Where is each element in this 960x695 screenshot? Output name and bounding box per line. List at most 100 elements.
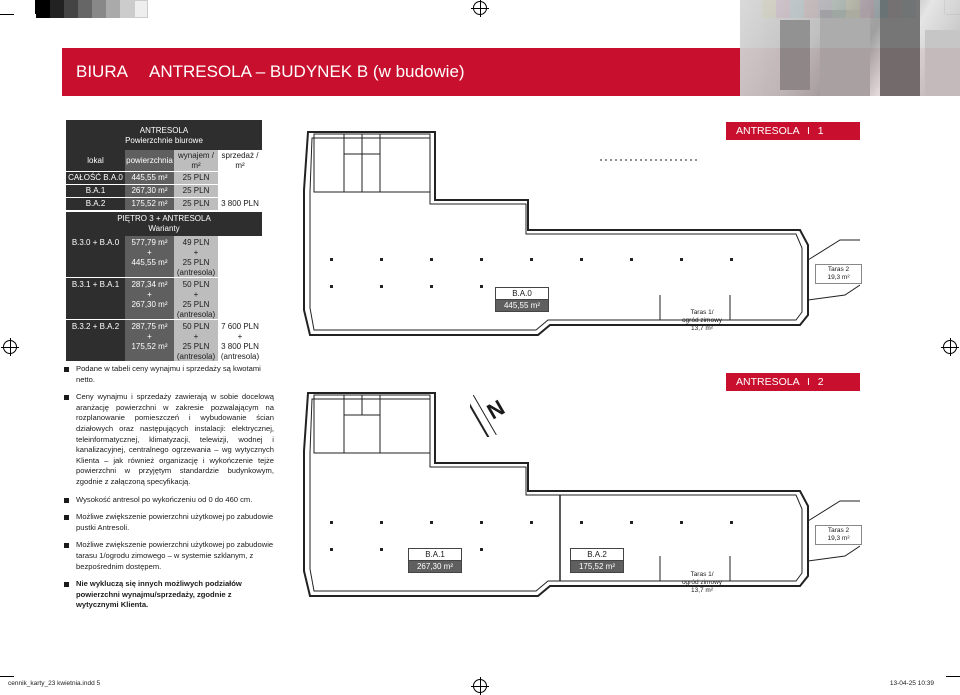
variant-row: B.3.0 + B.A.0 577,79 m² + 445,55 m² 49 P… — [66, 236, 262, 277]
area-floor: 577,79 m² — [131, 238, 168, 247]
terrace-line: Taras 1/ — [690, 309, 714, 316]
registration-mark-icon — [1, 338, 19, 356]
badge-separator: I — [806, 376, 810, 388]
plus-sign: + — [237, 332, 243, 341]
note-item: Podane w tabeli ceny wynajmu i sprzedaży… — [62, 364, 274, 385]
unit-area: 175,52 m² — [571, 561, 623, 572]
note-item: Nie wykluczą się innych możliwych podzia… — [62, 579, 274, 611]
cell-rent: 50 PLN + 25 PLN (antresola) — [174, 320, 218, 361]
rent-floor: 50 PLN — [182, 322, 210, 331]
rent-note: (antresola) — [176, 310, 216, 319]
notes-list: Podane w tabeli ceny wynajmu i sprzedaży… — [62, 364, 274, 618]
floor-plan-1-office: ANTRESOLA I 1 BIURO — [300, 120, 862, 350]
table-title: ANTRESOLA — [139, 126, 189, 135]
rent-note: (antresola) — [176, 352, 216, 361]
terrace-line: ogród zimowy — [681, 317, 723, 324]
page-title: ANTRESOLA – BUDYNEK B (w budowie) — [149, 62, 465, 81]
color-swatch — [78, 0, 92, 18]
crop-mark — [0, 14, 14, 15]
unit-label: B.A.1 267,30 m² — [408, 548, 462, 573]
sale-mezzanine: 3 800 PLN — [221, 342, 259, 351]
cell-lokal: B.A.2 — [66, 198, 125, 210]
plus-sign: + — [193, 290, 199, 299]
plus-sign: + — [193, 248, 199, 257]
area-floor: 287,75 m² — [131, 322, 168, 331]
plan-badge: ANTRESOLA I 2 BIURA — [726, 373, 860, 406]
terrace-line: Taras 2 — [827, 266, 850, 273]
cell-rent: 50 PLN + 25 PLN (antresola) — [174, 278, 218, 319]
table-subtitle: Powierzchnie biurowe — [125, 136, 203, 145]
building-photo — [740, 0, 960, 96]
cell-lokal: B.3.1 + B.A.1 — [66, 278, 125, 319]
north-arrow-icon: N — [465, 387, 510, 440]
floor-plan-2-offices: ANTRESOLA I 2 BIURA N — [300, 373, 862, 613]
area-floor: 287,34 m² — [131, 280, 168, 289]
cell-area: 175,52 m² — [125, 198, 174, 210]
area-mezzanine: 175,52 m² — [131, 342, 168, 351]
crop-mark — [946, 676, 960, 677]
terrace-2-label: Taras 2 19,3 m² — [815, 525, 862, 545]
rent-floor: 50 PLN — [182, 280, 210, 289]
terrace-2-label: Taras 2 19,3 m² — [815, 264, 862, 284]
cell-sale — [218, 172, 262, 184]
column-header: wynajem / m² — [174, 150, 218, 171]
footer-timestamp: 13-04-25 10:39 — [889, 680, 934, 687]
cell-lokal: B.A.1 — [66, 185, 125, 197]
rent-floor: 49 PLN — [182, 238, 210, 247]
color-swatch — [36, 0, 50, 18]
crop-mark — [0, 676, 14, 677]
terrace-line: 13,7 m² — [690, 587, 714, 594]
variant-row: B.3.1 + B.A.1 287,34 m² + 267,30 m² 50 P… — [66, 278, 262, 319]
cell-sale — [218, 185, 262, 197]
rent-mezzanine: 25 PLN — [182, 258, 210, 267]
cell-area: 267,30 m² — [125, 185, 174, 197]
variants-subtitle: Warianty — [148, 224, 180, 233]
registration-mark-icon — [471, 677, 489, 695]
plus-sign: + — [193, 332, 199, 341]
sale-floor: 7 600 PLN — [221, 322, 259, 331]
header-bar: BIURA ANTRESOLA – BUDYNEK B (w budowie) — [62, 0, 960, 96]
table-row: B.A.2 175,52 m² 25 PLN 3 800 PLN — [66, 198, 262, 211]
color-swatch — [134, 0, 148, 18]
column-header: sprzedaż / m² — [218, 150, 262, 171]
variants-title-row: PIĘTRO 3 + ANTRESOLA Warianty — [66, 212, 262, 236]
plus-sign: + — [147, 290, 152, 299]
note-item: Wysokość antresol po wykończeniu od 0 do… — [62, 495, 274, 506]
variant-row: B.3.2 + B.A.2 287,75 m² + 175,52 m² 50 P… — [66, 320, 262, 361]
footer-file-label: cennik_karty_23 kwietnia.indd 5 — [8, 680, 101, 687]
cell-sale — [218, 278, 262, 319]
cell-area: 287,75 m² + 175,52 m² — [125, 320, 174, 361]
terrace-line: Taras 1/ — [690, 571, 714, 578]
cell-rent: 25 PLN — [174, 185, 218, 197]
terrace-line: Taras 2 — [827, 527, 850, 534]
color-swatch — [50, 0, 64, 18]
table-row: CAŁOŚĆ B.A.0 445,55 m² 25 PLN — [66, 172, 262, 185]
column-header: lokal — [66, 150, 125, 171]
area-mezzanine: 445,55 m² — [131, 258, 168, 267]
terrace-1-label: Taras 1/ ogród zimowy 13,7 m² — [672, 309, 732, 333]
plan-badge: ANTRESOLA I 1 BIURO — [726, 122, 860, 155]
registration-mark-icon — [941, 338, 959, 356]
cell-rent: 25 PLN — [174, 198, 218, 210]
section-label: BIURA — [76, 62, 128, 81]
color-swatch — [64, 0, 78, 18]
note-item: Możliwe zwiększenie powierzchni użytkowe… — [62, 540, 274, 572]
terrace-line: 19,3 m² — [827, 535, 850, 542]
table-title-row: ANTRESOLA Powierzchnie biurowe — [66, 120, 262, 152]
table-header-row: lokal powierzchnia wynajem / m² sprzedaż… — [66, 150, 262, 171]
rent-note: (antresola) — [176, 268, 216, 277]
registration-mark-icon — [471, 0, 489, 17]
cell-area: 287,34 m² + 267,30 m² — [125, 278, 174, 319]
unit-label: B.A.2 175,52 m² — [570, 548, 624, 573]
badge-separator: I — [806, 125, 810, 137]
cell-area: 577,79 m² + 445,55 m² — [125, 236, 174, 277]
unit-area: 445,55 m² — [496, 300, 548, 311]
unit-name: B.A.1 — [409, 549, 461, 561]
floor-plan-drawing — [303, 392, 860, 597]
unit-name: B.A.0 — [496, 288, 548, 300]
floor-plan-drawing — [303, 131, 860, 336]
terrace-1-label: Taras 1/ ogród zimowy 13,7 m² — [672, 571, 732, 595]
sale-note: (antresola) — [220, 352, 260, 361]
badge-level: ANTRESOLA — [736, 125, 800, 137]
cell-sale: 3 800 PLN — [218, 198, 262, 210]
